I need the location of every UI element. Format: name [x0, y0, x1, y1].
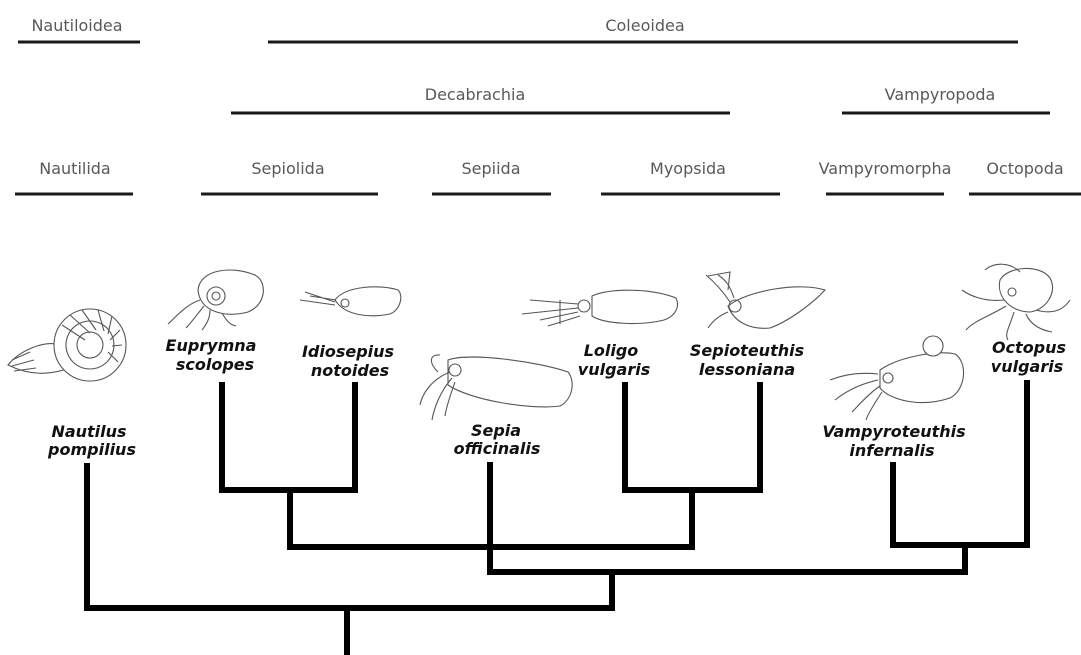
rank-sepiolida: Sepiolida [201, 159, 378, 194]
species-genus: Octopus [992, 338, 1066, 357]
species-epithet: lessoniana [699, 360, 795, 379]
species-label-euprymna: Euprymna scolopes [166, 336, 257, 374]
species-genus: Loligo [584, 341, 639, 360]
species-epithet: vulgaris [991, 357, 1063, 376]
species-genus: Nautilus [51, 422, 126, 441]
rank-label-vampyromorpha: Vampyromorpha [819, 159, 952, 178]
species-label-octopus: Octopus vulgaris [991, 338, 1066, 376]
rank-label-coleoidea: Coleoidea [605, 16, 684, 35]
rank-label-octopoda: Octopoda [986, 159, 1063, 178]
species-epithet: infernalis [849, 441, 934, 460]
species-label-vampyroteuthis: Vampyroteuthis infernalis [822, 422, 965, 460]
rank-label-sepiida: Sepiida [461, 159, 520, 178]
rank-nautilida: Nautilida [15, 159, 133, 194]
species-label-sepioteuthis: Sepioteuthis lessoniana [690, 341, 804, 379]
species-genus: Vampyroteuthis [822, 422, 965, 441]
rank-sepiida: Sepiida [432, 159, 551, 194]
branch-myopsida-clade [625, 382, 760, 490]
species-epithet: scolopes [176, 355, 254, 374]
rank-label-myopsida: Myopsida [650, 159, 726, 178]
rank-label-vampyropoda: Vampyropoda [885, 85, 996, 104]
species-label-loligo: Loligo vulgaris [578, 341, 650, 379]
squid-icon [522, 290, 678, 326]
cuttlefish-icon [420, 355, 572, 420]
rank-vampyromorpha: Vampyromorpha [819, 159, 952, 194]
branch-root [87, 463, 612, 608]
reef-squid-icon [706, 272, 825, 328]
rank-label-decabrachia: Decabrachia [425, 85, 526, 104]
species-epithet: officinalis [454, 439, 541, 458]
nautilus-shell-icon [8, 309, 126, 381]
species-genus: Sepia [471, 421, 521, 440]
rank-label-nautiloidea: Nautiloidea [31, 16, 122, 35]
species-genus: Sepioteuthis [690, 341, 804, 360]
pygmy-squid-icon [300, 287, 401, 316]
rank-vampyropoda: Vampyropoda [842, 85, 1050, 113]
octopus-icon [962, 264, 1070, 340]
species-label-idiosepius: Idiosepius notoides [302, 342, 394, 380]
rank-myopsida: Myopsida [601, 159, 780, 194]
species-label-nautilus: Nautilus pompilius [47, 422, 136, 459]
species-epithet: vulgaris [578, 360, 650, 379]
branch-vampyropoda-clade [893, 380, 1027, 545]
species-label-sepia: Sepia officinalis [454, 421, 541, 458]
species-epithet: notoides [311, 361, 389, 380]
vampire-squid-icon [830, 336, 964, 420]
rank-label-nautilida: Nautilida [39, 159, 110, 178]
species-epithet: pompilius [47, 440, 136, 459]
rank-nautiloidea: Nautiloidea [18, 16, 140, 42]
bobtail-squid-icon [168, 270, 263, 330]
species-genus: Euprymna [166, 336, 257, 355]
rank-label-sepiolida: Sepiolida [251, 159, 324, 178]
rank-coleoidea: Coleoidea [268, 16, 1018, 42]
species-genus: Idiosepius [302, 342, 394, 361]
rank-octopoda: Octopoda [969, 159, 1081, 194]
branch-sepiolida-clade [222, 382, 355, 490]
rank-decabrachia: Decabrachia [231, 85, 730, 113]
